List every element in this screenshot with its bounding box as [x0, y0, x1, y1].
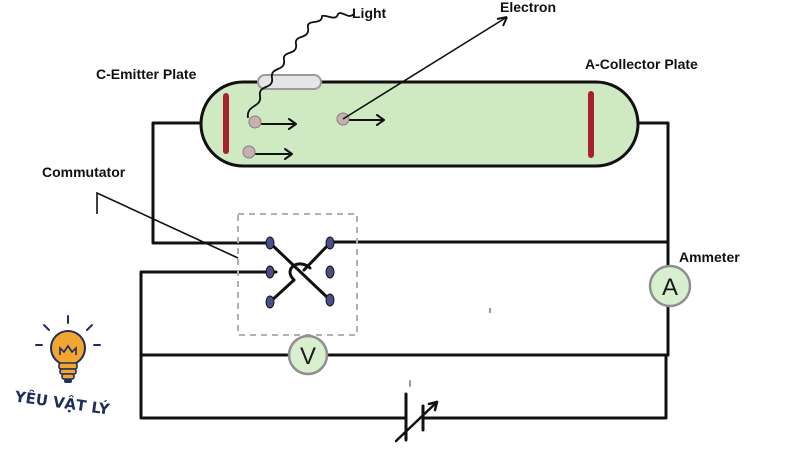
switch-terminal: [265, 236, 275, 250]
switch-terminal: [325, 265, 335, 279]
commutator-switch: [237, 213, 358, 336]
vacuum-tube: [199, 80, 640, 168]
electron-dot: [248, 115, 262, 129]
logo: YÊU VẬT LÝ: [13, 315, 112, 419]
logo-text: YÊU VẬT LÝ: [13, 385, 112, 418]
electron-arrows: [255, 114, 385, 160]
label-emitter: C-Emitter Plate: [96, 66, 197, 82]
collector-plate: [588, 91, 594, 158]
switch-terminal: [325, 293, 335, 307]
stray-dot: [489, 308, 491, 313]
label-collector: A-Collector Plate: [585, 56, 698, 72]
label-ammeter: Ammeter: [679, 249, 740, 265]
circuit-wires: [139, 121, 670, 420]
electrons: [242, 112, 350, 159]
voltmeter-symbol: V: [300, 343, 316, 370]
commutator-pointer: [96, 191, 239, 259]
emitter-plate: [223, 93, 229, 154]
ammeter: A: [648, 264, 692, 308]
switch-terminal: [325, 236, 335, 250]
light-window: [257, 74, 322, 90]
lightbulb-icon: [35, 315, 101, 383]
label-commutator: Commutator: [42, 164, 126, 180]
electron-pointer: [342, 16, 508, 120]
voltmeter: V: [287, 334, 329, 376]
switch-terminal: [265, 265, 275, 279]
electron-dot: [242, 145, 256, 159]
label-light: Light: [352, 5, 387, 21]
light-wave: [247, 12, 355, 119]
label-electron: Electron: [500, 0, 556, 15]
switch-terminal: [265, 295, 275, 309]
ammeter-symbol: A: [662, 274, 678, 301]
variable-battery: [394, 380, 439, 443]
